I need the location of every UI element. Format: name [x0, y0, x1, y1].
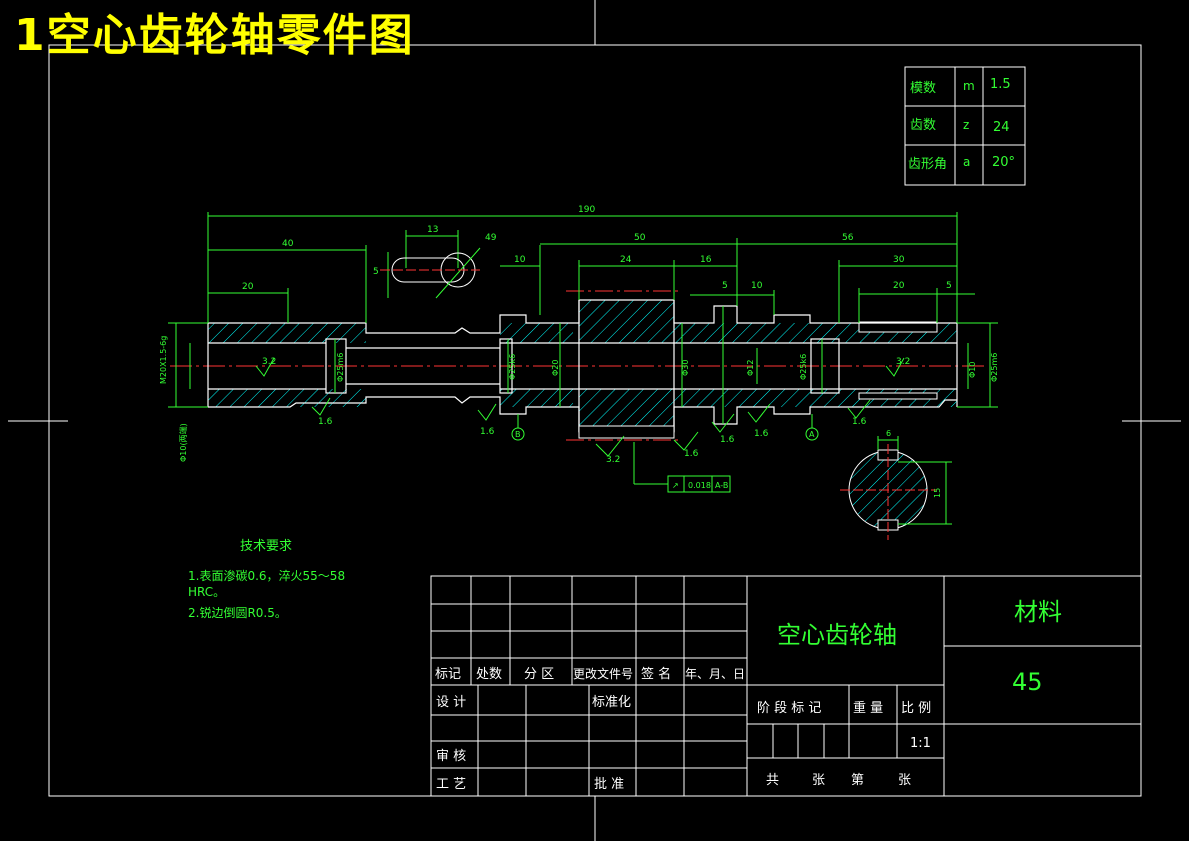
tb-header-zone: 分 区: [524, 667, 554, 682]
dim-50: 50: [634, 233, 646, 243]
tb-standardize: 标准化: [592, 695, 631, 710]
dia-mid-20: Φ20: [551, 360, 560, 376]
tb-material-value: 45: [1012, 668, 1043, 696]
param-label-module: 模数: [910, 81, 936, 96]
dim-6: 6: [886, 429, 891, 438]
dia-mid-left: Φ25k6: [508, 354, 517, 380]
gear-parameter-table: 模数 m 1.5 齿数 z 24 齿形角 a 20°: [904, 66, 1026, 186]
page-title: 1空心齿轮轴零件图: [14, 10, 415, 61]
tb-approve: 批 准: [594, 777, 624, 792]
tb-design: 设 计: [436, 695, 466, 710]
title-block: [430, 575, 1142, 797]
dia-right-10: Φ10: [968, 362, 977, 378]
tb-header-change: 更改文件号: [573, 666, 633, 681]
tb-sheet-total: 共: [766, 773, 779, 788]
runout-tolerance: ↗ 0.018 A-B: [672, 481, 728, 490]
dia-mid-30: Φ30: [681, 360, 690, 376]
dimensions: [168, 212, 998, 493]
tb-sheet-no: 第: [851, 773, 864, 788]
dim-16: 16: [700, 255, 712, 265]
dim-total: 190: [578, 205, 595, 215]
tb-sheet-unit1: 张: [812, 773, 825, 788]
technical-requirements: 技术要求 1.表面渗碳0.6，淬火55～58 HRC。 2.锐边倒圆R0.5。: [188, 539, 345, 620]
dim-10: 10: [514, 255, 526, 265]
dim-56: 56: [842, 233, 854, 243]
section-view: 6 15: [840, 429, 952, 540]
tolerance-symbol: ↗: [672, 481, 679, 490]
roughness-r6: 1.6: [754, 429, 769, 439]
param-symbol-module: m: [963, 79, 975, 93]
dia-mid-right: Φ25k6: [799, 354, 808, 380]
dia-right-m6: Φ25m6: [990, 353, 999, 382]
param-symbol-teeth: z: [963, 118, 969, 132]
datum-markers: B A: [511, 414, 819, 441]
tech-req-line1: 1.表面渗碳0.6，淬火55～58: [188, 568, 345, 583]
datum-b: B: [515, 430, 521, 439]
dia-left-bore: Φ10(两端): [178, 423, 188, 462]
param-value-module: 1.5: [990, 77, 1011, 92]
tb-scale-value: 1:1: [910, 736, 931, 751]
param-label-teeth: 齿数: [910, 118, 936, 133]
tb-header-date: 年、月、日: [685, 667, 745, 681]
param-value-teeth: 24: [993, 120, 1010, 135]
dim-20: 20: [242, 282, 254, 292]
roughness-symbols: [255, 357, 905, 457]
tb-sheet-unit2: 张: [898, 773, 911, 788]
roughness-ra-left: 3.2: [262, 357, 276, 367]
tb-review: 审 核: [436, 749, 466, 764]
dim-24: 24: [620, 255, 632, 265]
dimension-texts: 190 40 20 13 49 5 10 50 24 16 5 10 56 30…: [242, 205, 952, 292]
dim-5c: 5: [946, 281, 952, 291]
roughness-r2: 1.6: [480, 427, 495, 437]
dim-5: 5: [373, 267, 379, 277]
tb-scale-label: 比 例: [901, 701, 931, 716]
roughness-r5: 1.6: [720, 435, 735, 445]
diameter-labels: M20X1.5-6g Φ10(两端) Φ25m6 Φ25k6 Φ20 Φ30 Φ…: [159, 336, 999, 462]
tech-req-line2: HRC。: [188, 585, 225, 599]
dim-5b: 5: [722, 281, 728, 291]
roughness-r1: 1.6: [318, 417, 333, 427]
param-symbol-angle: a: [963, 155, 970, 169]
dim-40: 40: [282, 239, 294, 249]
tech-req-title: 技术要求: [240, 539, 292, 554]
dim-13: 13: [427, 225, 438, 235]
param-value-angle: 20°: [992, 155, 1015, 170]
roughness-r3: 3.2: [606, 455, 620, 465]
dim-15: 15: [933, 488, 942, 498]
dia-thread: M20X1.5-6g: [159, 336, 168, 384]
roughness-values: 1.6 1.6 3.2 1.6 1.6 1.6 1.6 3.2 3.2: [262, 357, 910, 465]
tb-part-name: 空心齿轮轴: [777, 621, 897, 649]
tolerance-value: 0.018: [688, 481, 711, 490]
dim-20b: 20: [893, 281, 905, 291]
tb-header-sign: 签 名: [641, 666, 671, 682]
tb-stage-mark: 阶 段 标 记: [757, 701, 821, 716]
datum-a: A: [809, 430, 815, 439]
tolerance-datum: A-B: [715, 481, 728, 490]
roughness-ra-right: 3.2: [896, 357, 910, 367]
tb-weight: 重 量: [853, 700, 883, 716]
dia-left-m6: Φ25m6: [336, 353, 345, 382]
param-label-angle: 齿形角: [908, 157, 947, 172]
dim-30: 30: [893, 255, 905, 265]
tb-header-count: 处数: [476, 667, 502, 682]
dia-mid-12: Φ12: [746, 360, 755, 376]
tech-req-line3: 2.锐边倒圆R0.5。: [188, 606, 287, 620]
roughness-r7: 1.6: [852, 417, 867, 427]
keyway-detail: [380, 247, 481, 299]
tb-material-label: 材料: [1014, 598, 1062, 626]
dim-10b: 10: [751, 281, 763, 291]
tb-header-mark: 标记: [435, 667, 461, 682]
tb-process: 工 艺: [436, 777, 466, 792]
title-block-text: 标记 处数 分 区 更改文件号 签 名 年、月、日 设 计 标准化 审 核 工 …: [435, 598, 1062, 792]
shaft-main-view: [170, 290, 985, 441]
roughness-r4: 1.6: [684, 449, 699, 459]
dim-49: 49: [485, 233, 497, 243]
